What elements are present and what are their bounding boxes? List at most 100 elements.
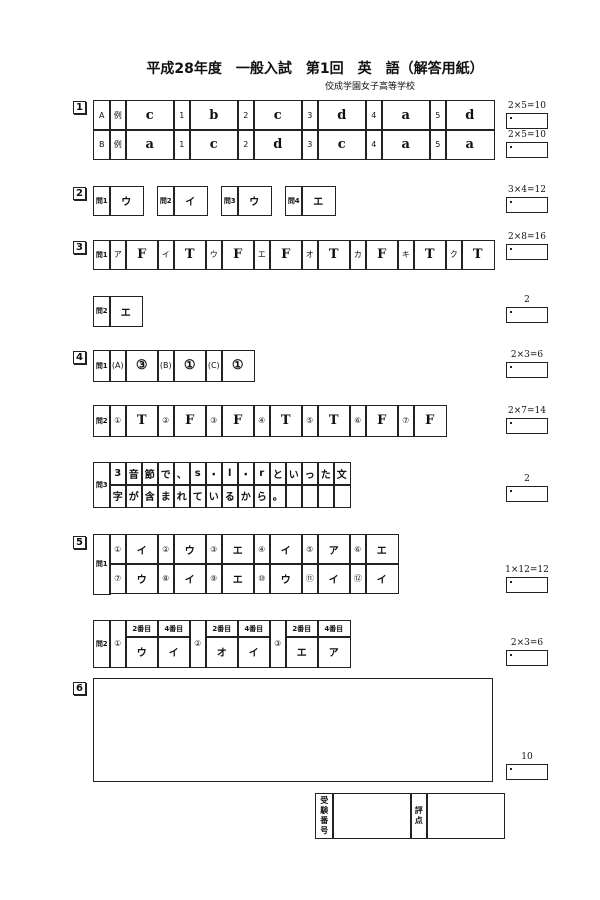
writing-cell[interactable]: い xyxy=(285,462,303,486)
writing-cell[interactable]: ・ xyxy=(237,462,255,486)
answer-cell[interactable]: F xyxy=(125,240,159,270)
writing-cell[interactable]: っ xyxy=(301,462,319,486)
writing-cell[interactable]: r xyxy=(253,462,271,486)
item-number: ⑥ xyxy=(349,534,367,565)
grade-field[interactable] xyxy=(426,793,505,839)
answer-cell[interactable]: F xyxy=(269,240,303,270)
score-box[interactable] xyxy=(506,142,548,158)
column-header: 2番目 xyxy=(125,620,159,638)
score-box[interactable] xyxy=(506,577,548,593)
answer-cell[interactable]: イ xyxy=(125,534,159,565)
writing-cell[interactable]: と xyxy=(269,462,287,486)
score-box[interactable] xyxy=(506,650,548,666)
answer-cell[interactable]: イ xyxy=(237,636,271,668)
answer-cell[interactable]: c xyxy=(189,129,239,160)
answer-cell[interactable]: F xyxy=(221,240,255,270)
answer-cell[interactable]: ウ xyxy=(237,186,272,216)
answer-cell[interactable]: a xyxy=(381,129,431,160)
answer-cell[interactable]: ウ xyxy=(173,534,207,565)
answer-cell[interactable]: T xyxy=(317,240,351,270)
writing-cell[interactable]: る xyxy=(221,484,239,508)
answer-cell[interactable]: ウ xyxy=(269,563,303,594)
score-box[interactable] xyxy=(506,197,548,213)
writing-cell[interactable]: 。 xyxy=(269,484,287,508)
writing-cell[interactable]: 文 xyxy=(333,462,351,486)
writing-cell[interactable] xyxy=(285,484,303,508)
writing-cell[interactable]: 3 xyxy=(109,462,127,486)
answer-cell[interactable]: F xyxy=(365,405,399,437)
answer-cell[interactable]: エ xyxy=(221,563,255,594)
section-number-3: 3 xyxy=(73,241,86,254)
answer-cell[interactable]: F xyxy=(365,240,399,270)
writing-cell[interactable]: い xyxy=(205,484,223,508)
answer-cell[interactable]: イ xyxy=(317,563,351,594)
answer-cell[interactable]: ウ xyxy=(109,186,144,216)
writing-cell[interactable] xyxy=(333,484,351,508)
writing-cell[interactable]: 、 xyxy=(173,462,191,486)
writing-cell[interactable]: て xyxy=(189,484,207,508)
answer-cell[interactable]: イ xyxy=(157,636,191,668)
answer-cell[interactable]: a xyxy=(381,100,431,131)
answer-cell[interactable]: ① xyxy=(173,350,207,382)
item-number: 5 xyxy=(429,100,447,131)
section-number-4: 4 xyxy=(73,351,86,364)
answer-cell[interactable]: ア xyxy=(317,534,351,565)
writing-cell[interactable]: ら xyxy=(253,484,271,508)
answer-cell[interactable]: エ xyxy=(301,186,336,216)
answer-cell[interactable]: F xyxy=(221,405,255,437)
writing-cell[interactable]: か xyxy=(237,484,255,508)
answer-cell[interactable]: エ xyxy=(221,534,255,565)
writing-cell[interactable]: 節 xyxy=(141,462,159,486)
answer-cell[interactable]: T xyxy=(461,240,495,270)
writing-cell[interactable]: で xyxy=(157,462,175,486)
answer-cell[interactable]: F xyxy=(173,405,207,437)
writing-cell[interactable]: た xyxy=(317,462,335,486)
answer-cell[interactable]: イ xyxy=(173,186,208,216)
answer-cell[interactable]: c xyxy=(317,129,367,160)
answer-cell[interactable]: b xyxy=(189,100,239,131)
writing-cell[interactable]: 含 xyxy=(141,484,159,508)
writing-cell[interactable]: が xyxy=(125,484,143,508)
answer-cell[interactable]: イ xyxy=(173,563,207,594)
score-box[interactable] xyxy=(506,113,548,129)
answer-cell[interactable]: T xyxy=(269,405,303,437)
answer-cell[interactable]: a xyxy=(445,129,495,160)
writing-cell[interactable] xyxy=(317,484,335,508)
answer-cell[interactable]: ③ xyxy=(125,350,159,382)
writing-cell[interactable]: れ xyxy=(173,484,191,508)
answer-cell[interactable]: イ xyxy=(269,534,303,565)
answer-cell[interactable]: T xyxy=(413,240,447,270)
score-box[interactable] xyxy=(506,307,548,323)
answer-cell[interactable]: イ xyxy=(365,563,399,594)
answer-cell[interactable]: ウ xyxy=(125,636,159,668)
writing-cell[interactable] xyxy=(301,484,319,508)
answer-cell[interactable]: ウ xyxy=(125,563,159,594)
answer-cell[interactable]: d xyxy=(445,100,495,131)
answer-cell[interactable]: エ xyxy=(365,534,399,565)
writing-cell[interactable]: 字 xyxy=(109,484,127,508)
score-box[interactable] xyxy=(506,244,548,260)
writing-cell[interactable]: 音 xyxy=(125,462,143,486)
answer-cell[interactable]: F xyxy=(413,405,447,437)
answer-cell[interactable]: c xyxy=(253,100,303,131)
answer-cell[interactable]: ① xyxy=(221,350,255,382)
writing-cell[interactable]: l xyxy=(221,462,239,486)
essay-answer-box[interactable] xyxy=(93,678,493,782)
score-box[interactable] xyxy=(506,764,548,780)
answer-cell[interactable]: エ xyxy=(285,636,319,668)
writing-cell[interactable]: s xyxy=(189,462,207,486)
answer-cell[interactable]: T xyxy=(173,240,207,270)
score-box[interactable] xyxy=(506,418,548,434)
answer-cell[interactable]: エ xyxy=(109,296,143,327)
answer-cell[interactable]: オ xyxy=(205,636,239,668)
answer-cell[interactable]: d xyxy=(253,129,303,160)
score-box[interactable] xyxy=(506,486,548,502)
score-box[interactable] xyxy=(506,362,548,378)
writing-cell[interactable]: ・ xyxy=(205,462,223,486)
answer-cell[interactable]: d xyxy=(317,100,367,131)
answer-cell[interactable]: T xyxy=(125,405,159,437)
answer-cell[interactable]: T xyxy=(317,405,351,437)
writing-cell[interactable]: ま xyxy=(157,484,175,508)
exam-number-field[interactable] xyxy=(332,793,412,839)
answer-cell[interactable]: ア xyxy=(317,636,351,668)
